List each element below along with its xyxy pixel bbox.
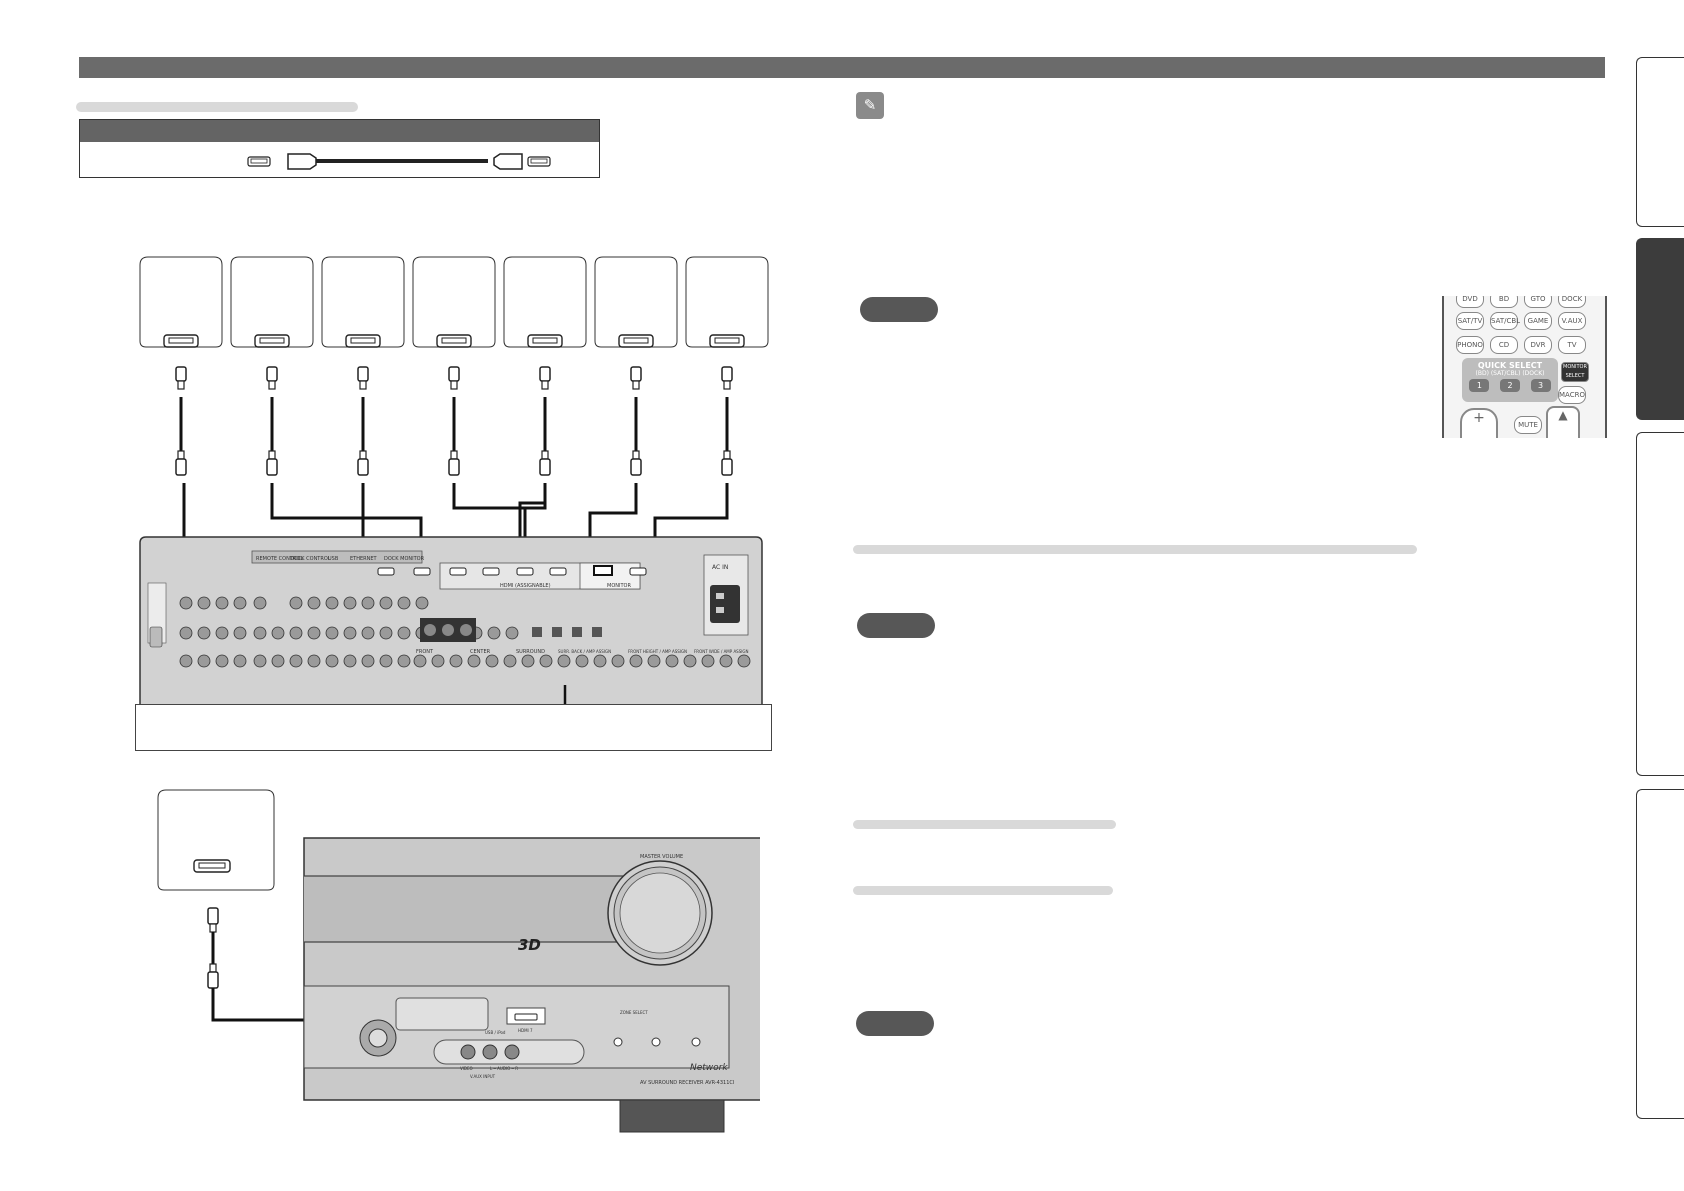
rear-label-ac-in: AC IN [712,564,728,571]
front-connection-diagram: 3D MASTER VOLUME HDMI 7 USB / iPod VIDEO… [157,789,760,1133]
v-aux-input-label: V.AUX INPUT [470,1074,496,1079]
remote-cd-button[interactable]: CD [1490,336,1518,354]
side-tab-3[interactable] [1636,432,1684,776]
rear-label-center: CENTER [470,649,491,655]
portable-device [157,789,275,891]
remote-tv-button[interactable]: TV [1558,336,1586,354]
rear-label-surr-back: SURR. BACK / AMP ASSIGN [558,649,611,654]
rear-label-monitor: MONITOR [607,583,631,589]
master-volume-knob[interactable] [607,860,713,966]
display-device-1 [594,256,678,348]
note-tag-1 [860,297,938,322]
remote-dvr-button[interactable]: DVR [1524,336,1552,354]
remote-sat-cbl-button[interactable]: SAT/CBL [1490,312,1520,330]
rear-label-front-height: FRONT HEIGHT / AMP ASSIGN [628,649,687,654]
remote-bd-button[interactable]: BD [1490,296,1518,308]
remote-game-button[interactable]: GAME [1524,312,1552,330]
hdmi-port-icon [527,156,551,167]
pencil-icon: ✎ [856,92,884,119]
audio-label: L ─ AUDIO ─ R [490,1066,518,1071]
quick-select-1-button[interactable]: 1 [1469,379,1490,392]
quick-select-sub-1: (BD) [1475,370,1489,377]
zone-select-label: ZONE SELECT [620,1010,648,1015]
heading-bar-1 [853,820,1116,829]
rear-label-dock-control: DOCK CONTROL [290,556,331,562]
rear-label-surround: SURROUND [516,649,545,655]
source-device-3 [321,256,405,348]
section-divider-bar [853,545,1417,554]
remote-gto-button[interactable]: GTO [1524,296,1552,308]
side-tab-4[interactable] [1636,789,1684,1119]
remote-macro-button[interactable]: MACRO [1558,386,1586,404]
receiver-rear-panel: REMOTE CONTROL DOCK CONTROL USB ETHERNET… [139,536,763,744]
remote-dvd-button[interactable]: DVD [1456,296,1484,308]
usb-label: USB / iPod [485,1030,506,1035]
rear-label-hdmi-assignable: HDMI (ASSIGNABLE) [500,583,551,589]
model-label: AV SURROUND RECEIVER AVR-4311CI [640,1080,734,1086]
master-volume-label: MASTER VOLUME [640,854,683,860]
quick-select-label: QUICK SELECT [1477,361,1543,370]
hdmi-port-icon [247,156,271,167]
3d-logo: 3D [518,936,541,954]
quick-select-sub-2: (SAT/CBL) [1490,370,1521,377]
remote-sat-tv-button[interactable]: SAT/TV [1456,312,1484,330]
quick-select-sub-3: (DOCK) [1522,370,1545,377]
rear-connection-diagram: REMOTE CONTROL DOCK CONTROL USB ETHERNET… [139,256,769,744]
remote-v-aux-button[interactable]: V.AUX [1558,312,1586,330]
callout-box [135,704,772,751]
remote-monitor-select-button[interactable]: MONITOR SELECT [1561,362,1589,382]
quick-select-panel: QUICK SELECT (BD) (SAT/CBL) (DOCK) 1 2 3 [1462,358,1558,402]
receiver-front-panel: 3D MASTER VOLUME HDMI 7 USB / iPod VIDEO… [303,837,760,1133]
note-tag-2 [857,613,935,638]
section-header-bar [79,57,1605,78]
hdmi-input-ports [377,567,647,576]
rear-label-front-wide: FRONT WIDE / AMP ASSIGN [694,649,749,654]
network-logo: Network [690,1063,728,1073]
remote-mute-button[interactable]: MUTE [1514,416,1542,434]
quick-select-2-button[interactable]: 2 [1500,379,1520,392]
system-control-dial[interactable] [359,1019,397,1057]
arrow-up-icon[interactable]: ▲ [1546,406,1580,438]
video-label: VIDEO [460,1066,473,1071]
rear-label-dock-monitor: DOCK MONITOR [384,556,425,562]
rear-label-front: FRONT [416,649,434,655]
source-device-5 [503,256,587,348]
source-device-1 [139,256,223,348]
quick-select-3-button[interactable]: 3 [1530,379,1551,392]
hdmi-cable-illustration [247,153,551,170]
rear-label-ethernet: ETHERNET [350,556,378,562]
side-tab-1[interactable] [1636,57,1684,227]
front-hdmi-label: HDMI 7 [518,1028,533,1033]
source-device-2 [230,256,314,348]
subsection-heading-bar [76,102,358,112]
note-tag-3 [856,1011,934,1036]
cable-legend-header [80,120,599,142]
rear-label-usb: USB [328,556,339,562]
source-devices [139,256,769,348]
side-tab-2-active[interactable] [1636,238,1684,420]
remote-phono-button[interactable]: PHONO [1456,336,1484,354]
heading-bar-2 [853,886,1113,895]
display-device-2 [685,256,769,348]
remote-control-illustration: DVD BD GTO DOCK SAT/TV SAT/CBL GAME V.AU… [1442,296,1607,438]
cable-legend-box [79,119,600,178]
remote-dock-button[interactable]: DOCK [1558,296,1586,308]
rear-label-remote-control: REMOTE CONTROL [256,556,303,562]
source-device-4 [412,256,496,348]
volume-plus-icon[interactable]: + [1460,408,1498,438]
